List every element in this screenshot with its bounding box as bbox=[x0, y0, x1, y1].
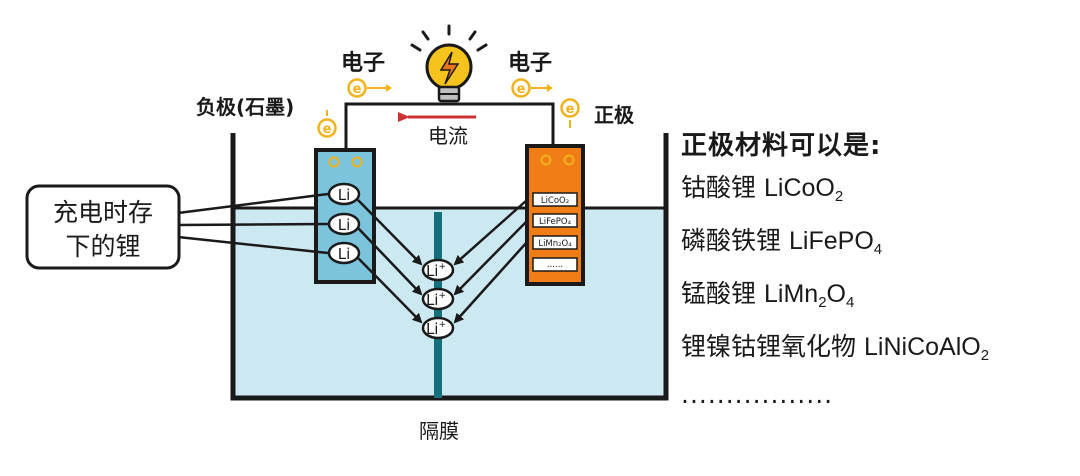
cathode-slot bbox=[532, 257, 578, 272]
battery-container bbox=[230, 133, 669, 401]
materials-ellipsis: ................. bbox=[681, 380, 834, 409]
svg-text:LiFePO₄: LiFePO₄ bbox=[539, 217, 572, 227]
lithium-atom: Li bbox=[327, 182, 361, 206]
lightbulb-icon bbox=[410, 24, 488, 103]
cathode-slot bbox=[532, 235, 578, 250]
svg-text:e: e bbox=[517, 82, 526, 97]
positive-electrode-label: 正极 bbox=[594, 103, 635, 127]
lithium-ion: Li+ bbox=[421, 287, 455, 311]
callout-box: 充电时存 下的锂 bbox=[25, 184, 329, 270]
negative-electrode: Li Li Li bbox=[314, 148, 376, 284]
lithium-atom: Li bbox=[327, 212, 361, 236]
svg-text:Li: Li bbox=[338, 186, 351, 204]
svg-text:Li+: Li+ bbox=[426, 291, 446, 309]
svg-text:e: e bbox=[323, 122, 332, 137]
electron-icon: e bbox=[317, 110, 337, 138]
material-formula: LiCoO2 bbox=[764, 174, 844, 205]
cathode-slot bbox=[532, 192, 578, 207]
svg-text:Li+: Li+ bbox=[426, 320, 446, 338]
material-formula: LiFePO4 bbox=[789, 227, 883, 258]
callout-text-line2: 下的锂 bbox=[65, 232, 140, 261]
svg-text:Li: Li bbox=[338, 216, 351, 234]
svg-text:LiMn₂O₄: LiMn₂O₄ bbox=[538, 239, 572, 249]
callout-text-line1: 充电时存 bbox=[53, 198, 153, 227]
material-formula: LiMn2O4 bbox=[764, 280, 855, 311]
negative-electrode-label: 负极(石墨) bbox=[196, 95, 294, 119]
ion-arrows bbox=[357, 199, 528, 324]
current-label: 电流 bbox=[428, 124, 468, 148]
lithium-atom: Li bbox=[327, 241, 361, 265]
lithium-ion: Li+ bbox=[421, 316, 455, 340]
cathode-slot bbox=[532, 213, 578, 228]
electron-icon: e bbox=[511, 78, 553, 98]
separator-label: 隔膜 bbox=[419, 419, 459, 443]
lithium-ion: Li+ bbox=[421, 258, 455, 282]
svg-text:LiCoO₂: LiCoO₂ bbox=[541, 196, 569, 206]
positive-electrode: LiCoO₂ LiFePO₄ LiMn₂O₄ ...... bbox=[525, 144, 585, 286]
circuit-wire bbox=[344, 102, 555, 150]
svg-text:e: e bbox=[566, 102, 575, 117]
material-formula: LiNiCoAlO2 bbox=[864, 333, 990, 364]
materials-heading: 正极材料可以是: bbox=[681, 131, 882, 161]
electron-label-right: 电子 bbox=[508, 51, 552, 76]
electron-icon: e bbox=[347, 78, 392, 98]
svg-text:Li+: Li+ bbox=[426, 262, 446, 280]
svg-text:e: e bbox=[353, 82, 362, 97]
svg-text:......: ...... bbox=[547, 260, 563, 270]
electron-label-left: 电子 bbox=[341, 51, 385, 76]
svg-text:Li: Li bbox=[338, 245, 351, 263]
electron-icon: e bbox=[560, 98, 580, 128]
